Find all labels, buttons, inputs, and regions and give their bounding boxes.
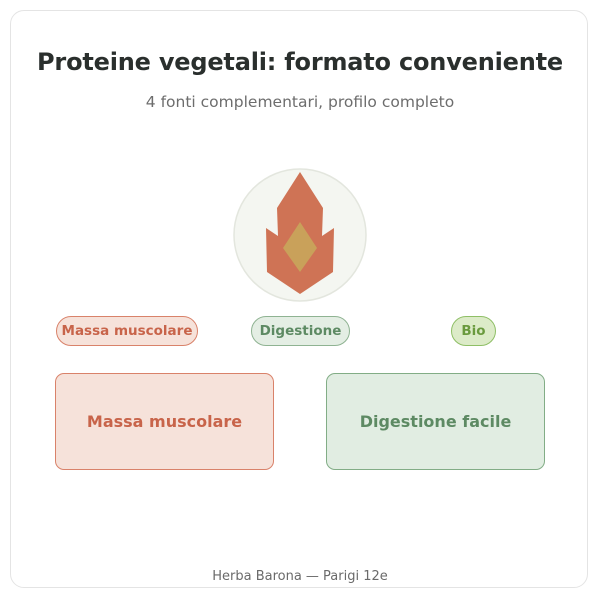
benefit-card-massa-muscolare: Massa muscolare: [55, 373, 274, 470]
benefit-label: Massa muscolare: [86, 412, 243, 431]
benefit-card-digestione-facile: Digestione facile: [326, 373, 545, 470]
emblem: [233, 168, 367, 302]
tag-digestione: Digestione: [251, 316, 350, 346]
tag-bio: Bio: [451, 316, 496, 346]
footer-text: Herba Barona — Parigi 12e: [212, 569, 388, 584]
diamond-shape: [283, 222, 317, 272]
flame-leaf-icon: [233, 168, 367, 302]
tag-massa-muscolare: Massa muscolare: [56, 316, 198, 346]
benefit-label: Digestione facile: [359, 412, 512, 431]
page-title: Proteine vegetali: formato conveniente: [37, 48, 563, 76]
page-subtitle: 4 fonti complementari, profilo completo: [145, 93, 455, 111]
